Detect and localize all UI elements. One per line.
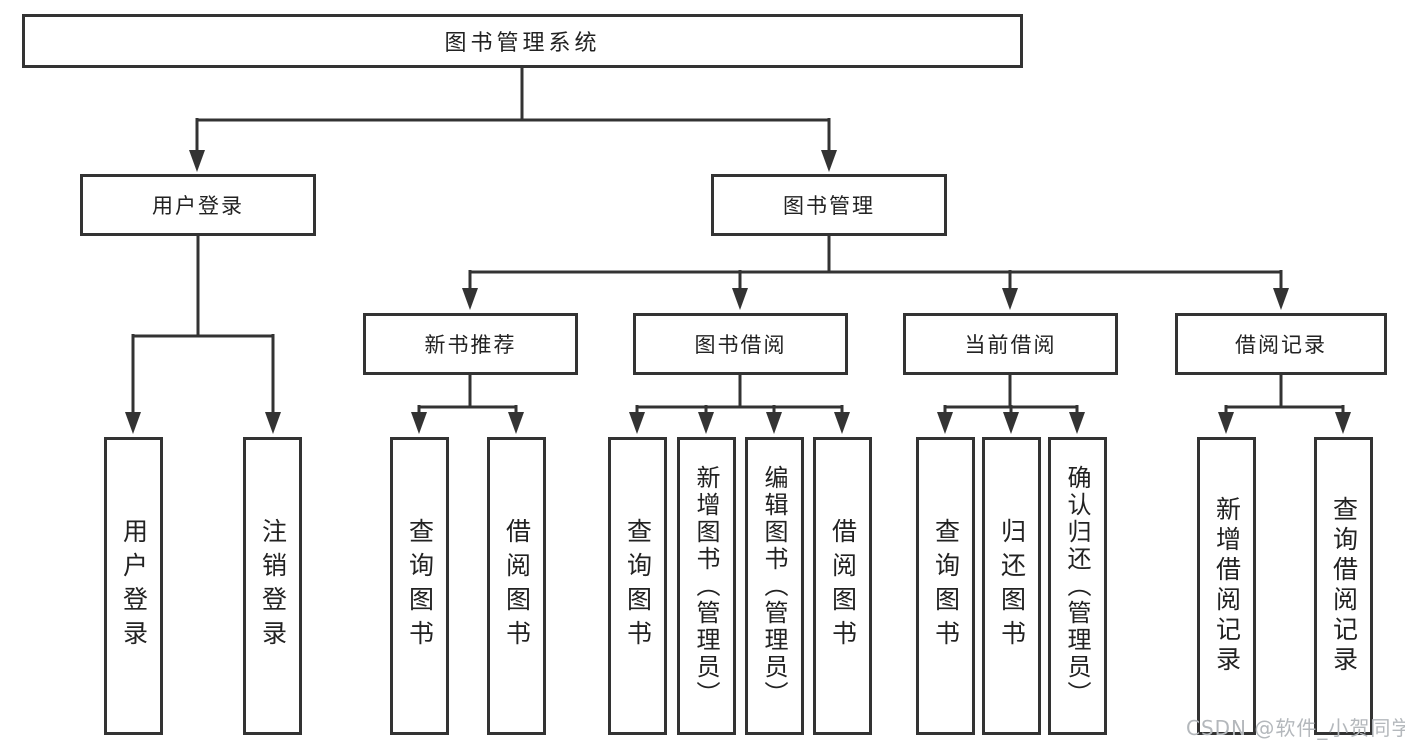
leaf-add-borrow-record: 新增借阅记录 [1197,437,1256,735]
leaf-return-books: 归还图书 [982,437,1041,735]
edge-book-borrowing-to-leaves [629,375,850,434]
edge-current-borrowing-to-leaves [937,375,1085,434]
leaf-query-borrow-record: 查询借阅记录 [1314,437,1373,735]
leaf-current-query-books: 查询图书 [916,437,975,735]
node-current-borrowing: 当前借阅 [903,313,1118,375]
edge-book-management-to-level3 [462,236,1289,310]
leaf-borrow-books: 借阅图书 [813,437,872,735]
leaf-recommend-borrow-books: 借阅图书 [487,437,546,735]
leaf-recommend-query-books: 查询图书 [390,437,449,735]
edge-user-login-to-leaves [125,236,281,434]
leaf-edit-books-admin: 编辑图书（管理员） [745,437,804,735]
edge-new-book-recommend-to-leaves [411,375,524,434]
node-borrowing-records: 借阅记录 [1175,313,1387,375]
node-root-system: 图书管理系统 [22,14,1023,68]
node-book-borrowing: 图书借阅 [633,313,848,375]
node-book-management: 图书管理 [711,174,947,236]
node-new-book-recommend: 新书推荐 [363,313,578,375]
leaf-add-books-admin: 新增图书（管理员） [677,437,736,735]
edge-root-to-level2 [189,66,837,172]
leaf-logout: 注销登录 [243,437,302,735]
leaf-confirm-return-admin: 确认归还（管理员） [1048,437,1107,735]
node-user-login: 用户登录 [80,174,316,236]
leaf-user-login: 用户登录 [104,437,163,735]
edge-borrowing-records-to-leaves [1218,375,1351,434]
csdn-watermark: CSDN @软件_小贺同学 [1186,716,1405,740]
leaf-borrowing-query-books: 查询图书 [608,437,667,735]
